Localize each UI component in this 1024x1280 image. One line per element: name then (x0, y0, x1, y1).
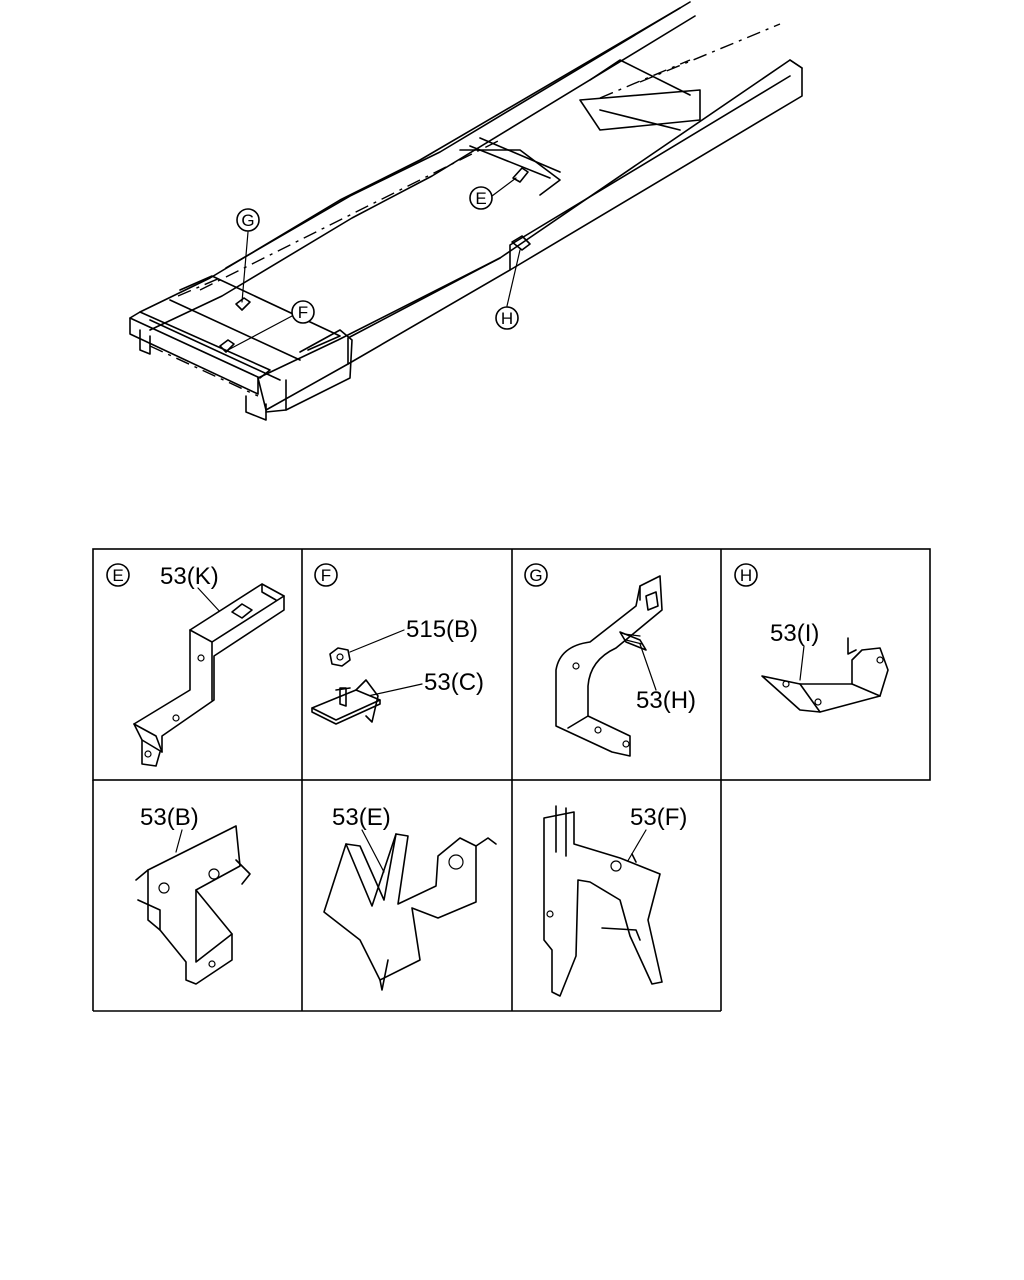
part-label-53c: 53(C) (424, 669, 484, 696)
callout-e: E (469, 177, 517, 210)
bracket-53k-drawing (133, 583, 285, 767)
bracket-53i-drawing (761, 637, 889, 713)
bracket-53h-drawing (555, 575, 663, 757)
svg-text:G: G (529, 566, 542, 585)
callout-h: H (495, 249, 521, 330)
bracket-53c-drawing (311, 679, 381, 725)
svg-text:G: G (241, 211, 254, 230)
bracket-53e-drawing (323, 833, 497, 991)
svg-text:H: H (740, 566, 752, 585)
part-label-53e: 53(E) (332, 804, 391, 831)
panel-g: G 53(H) (524, 563, 696, 757)
callout-g: G (236, 208, 260, 303)
part-label-53h: 53(H) (636, 687, 696, 714)
bracket-53b-drawing (135, 825, 251, 985)
nut-515b-drawing (329, 647, 351, 667)
panel-h: H 53(I) (734, 563, 889, 713)
part-label-53k: 53(K) (160, 563, 219, 590)
chassis-frame-drawing (129, 1, 803, 421)
panel-53f: 53(F) (543, 804, 687, 997)
svg-text:E: E (112, 566, 123, 585)
panel-53b: 53(B) (135, 804, 251, 985)
part-label-53f: 53(F) (630, 804, 687, 831)
part-label-53i: 53(I) (770, 620, 819, 647)
svg-text:F: F (321, 566, 331, 585)
panel-e: E 53(K) (106, 563, 285, 767)
svg-text:E: E (475, 189, 486, 208)
callout-f: F (227, 300, 315, 351)
panel-53e: 53(E) (323, 804, 497, 991)
panel-f: F 515(B) 53(C) (311, 563, 484, 725)
part-label-53b: 53(B) (140, 804, 199, 831)
part-label-515b: 515(B) (406, 616, 478, 643)
detail-grid (92, 548, 931, 1012)
svg-text:H: H (501, 309, 513, 328)
svg-text:F: F (298, 303, 308, 322)
bracket-53f-drawing (543, 805, 663, 997)
